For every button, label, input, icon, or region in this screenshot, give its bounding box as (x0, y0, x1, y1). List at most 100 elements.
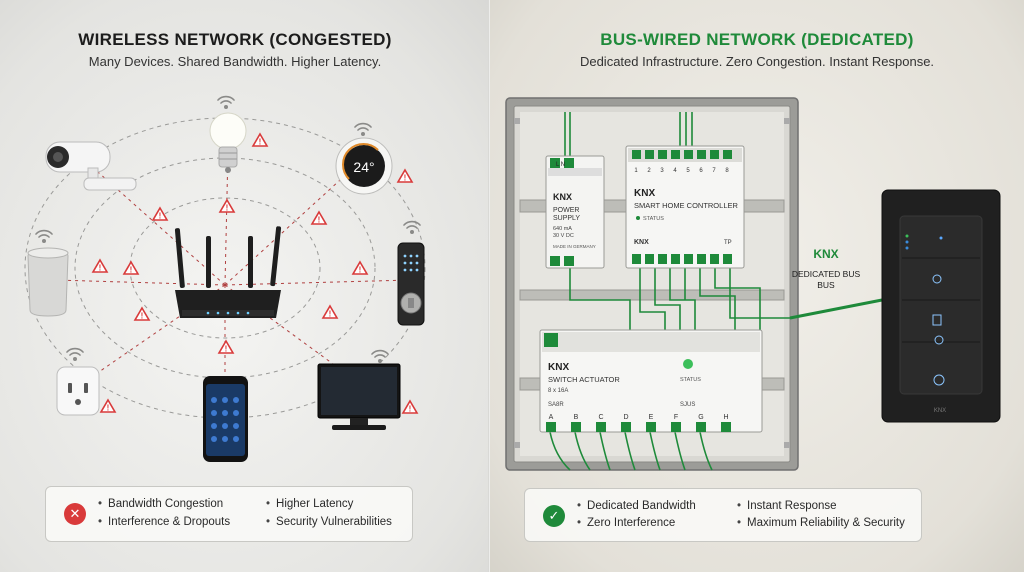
problem-item: Security Vulnerabilities (266, 516, 392, 528)
interference-rings (24, 117, 426, 419)
problem-item: Higher Latency (266, 498, 353, 510)
warning-icon: ! (351, 260, 369, 275)
smart-speaker-icon (27, 247, 69, 317)
svg-text:!: ! (329, 310, 332, 319)
wifi-icon (66, 347, 84, 362)
controller-terminal: 2 (647, 168, 651, 174)
power-supply-made: MADE IN GERMANY (553, 244, 596, 249)
actuator-brand: KNX (548, 362, 569, 373)
security-camera-icon (45, 141, 137, 191)
x-icon: ✕ (64, 503, 86, 525)
thermostat-reading: 24° (353, 159, 374, 175)
actuator-name: SWITCH ACTUATOR (548, 375, 620, 384)
wireless-summary-box: ✕ Bandwidth Congestion Interference & Dr… (45, 486, 413, 542)
smart-bulb-icon (209, 112, 247, 173)
warning-icon: ! (401, 399, 419, 414)
router-icon (174, 226, 282, 318)
wired-diagram: L N KNX POWER SUPPLY 640 mA 30 V DC MADE… (505, 97, 1001, 471)
actuator-left-code: SA8R (548, 402, 564, 408)
thermostat-icon: 24° (335, 137, 393, 195)
benefit-item: Instant Response (737, 500, 837, 512)
actuator-channel: F (674, 414, 678, 421)
controller-brand: KNX (634, 188, 655, 199)
svg-text:!: ! (404, 174, 407, 183)
benefit-item: Maximum Reliability & Security (737, 517, 905, 529)
svg-text:!: ! (130, 266, 133, 275)
svg-text:!: ! (318, 216, 321, 225)
wifi-icon (217, 95, 235, 110)
svg-text:!: ! (159, 212, 162, 221)
power-supply-module: L N KNX POWER SUPPLY 640 mA 30 V DC MADE… (545, 155, 605, 269)
wireless-diagram: ! ! ! ! ! ! ! ! ! ! ! ! ! (24, 95, 426, 462)
actuator-status: STATUS (680, 377, 701, 383)
warning-icon: ! (133, 306, 151, 321)
smart-lock-icon (397, 242, 425, 326)
warning-icon: ! (151, 206, 169, 221)
controller-terminal: 6 (699, 168, 703, 174)
wired-title: BUS-WIRED NETWORK (DEDICATED) (600, 30, 914, 49)
svg-text:!: ! (99, 264, 102, 273)
svg-text:!: ! (107, 404, 110, 413)
warning-icon: ! (217, 339, 235, 354)
controller-terminal: 3 (660, 168, 664, 174)
wireless-panel: WIRELESS NETWORK (CONGESTED) Many Device… (0, 0, 490, 572)
bus-label-line-1: DEDICATED BUS (792, 269, 861, 279)
bus-label-line-2: BUS (817, 280, 835, 290)
warning-icon: ! (91, 258, 109, 273)
controller-terminal: 5 (686, 168, 690, 174)
controller-footer-tp: TP (724, 240, 732, 246)
actuator-channel: H (723, 414, 728, 421)
controller-status: STATUS (643, 216, 664, 222)
actuator-channel: B (574, 414, 579, 421)
actuator-rating: 8 x 16A (548, 388, 568, 394)
controller-terminal: 1 (634, 168, 638, 174)
wifi-icon (403, 220, 421, 235)
wireless-title: WIRELESS NETWORK (CONGESTED) (78, 30, 392, 49)
controller-terminal: 8 (725, 168, 729, 174)
power-supply-spec-2: 30 V DC (553, 233, 574, 239)
check-icon: ✓ (543, 505, 565, 527)
controller-footer-brand: KNX (634, 239, 649, 246)
warning-icon: ! (99, 398, 117, 413)
smartphone-icon (203, 376, 248, 462)
wifi-icon (371, 349, 389, 364)
benefit-item: Zero Interference (577, 517, 675, 529)
warning-icon: ! (122, 260, 140, 275)
svg-text:!: ! (225, 345, 228, 354)
wifi-icons (35, 95, 421, 364)
power-supply-name-2: SUPPLY (553, 215, 580, 222)
wireless-subtitle: Many Devices. Shared Bandwidth. Higher L… (88, 54, 382, 69)
actuator-channel: G (698, 414, 703, 421)
smart-home-controller-module: 1 2 3 4 5 6 7 8 KNX SMART HOME CONTROLLE… (625, 145, 745, 269)
actuator-channel: D (623, 414, 628, 421)
svg-text:!: ! (226, 204, 229, 213)
power-supply-spec-1: 640 mA (553, 226, 572, 232)
wifi-icon (35, 229, 53, 244)
svg-text:!: ! (259, 138, 262, 147)
warning-icon: ! (218, 198, 236, 213)
power-supply-ln: L N (556, 162, 565, 168)
svg-text:!: ! (359, 266, 362, 275)
actuator-right-code: SJUS (680, 402, 695, 408)
bus-label-brand: KNX (813, 247, 838, 261)
warning-icon: ! (396, 168, 414, 183)
actuator-channel: E (649, 414, 654, 421)
wired-panel: BUS-WIRED NETWORK (DEDICATED) Dedicated … (490, 0, 1024, 572)
wifi-icon (354, 122, 372, 137)
wired-summary-box: ✓ Dedicated Bandwidth Zero Interference … (524, 488, 922, 542)
svg-text:!: ! (141, 312, 144, 321)
controller-terminal: 7 (712, 168, 716, 174)
power-supply-brand: KNX (553, 192, 572, 202)
warning-icon: ! (251, 132, 269, 147)
smart-plug-icon (56, 366, 100, 416)
actuator-channel: A (549, 414, 554, 421)
wall-control-panel: KNX (881, 189, 1001, 423)
warning-icons: ! ! ! ! ! ! ! ! ! ! ! ! ! (91, 132, 419, 414)
switch-actuator-module: KNX SWITCH ACTUATOR 8 x 16A STATUS SA8R … (539, 329, 763, 433)
svg-text:!: ! (409, 405, 412, 414)
controller-terminal: 4 (673, 168, 677, 174)
warning-icon: ! (310, 210, 328, 225)
wall-panel-brand: KNX (934, 408, 946, 414)
problem-item: Interference & Dropouts (98, 516, 230, 528)
controller-name: SMART HOME CONTROLLER (634, 201, 738, 210)
